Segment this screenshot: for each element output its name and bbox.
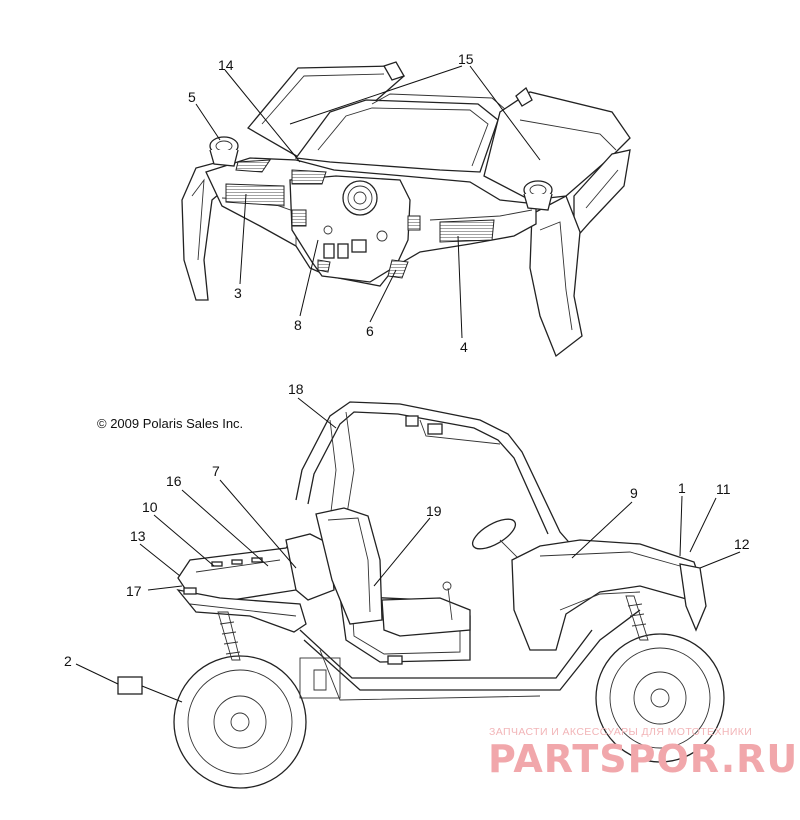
callout-15: 15	[458, 51, 474, 67]
callout-8: 8	[294, 317, 302, 333]
callout-labels: 14 15 5 3 8 6 4 18 7 16 10 13 17 2 19 9 …	[64, 51, 750, 669]
vehicle-side-view	[173, 401, 725, 789]
callout-9: 9	[630, 485, 638, 501]
callout-4: 4	[460, 339, 468, 355]
callout-3: 3	[234, 285, 242, 301]
copyright-text: © 2009 Polaris Sales Inc.	[97, 416, 244, 431]
callout-13: 13	[130, 528, 146, 544]
callout-6: 6	[366, 323, 374, 339]
callout-18: 18	[288, 381, 304, 397]
callout-5: 5	[188, 89, 196, 105]
callout-7: 7	[212, 463, 220, 479]
callout-2: 2	[64, 653, 72, 669]
callout-12: 12	[734, 536, 750, 552]
callout-1: 1	[678, 480, 686, 496]
callout-16: 16	[166, 473, 182, 489]
callout-11: 11	[716, 481, 731, 497]
watermark-tagline: ЗАПЧАСТИ И АКСЕССУАРЫ ДЛЯ МОТОТЕХНИКИ	[489, 726, 753, 738]
callout-19: 19	[426, 503, 442, 519]
callout-17: 17	[126, 583, 142, 599]
watermark-brand: PARTSPOR.RU	[488, 737, 799, 781]
callout-10: 10	[142, 499, 158, 515]
dashboard-hood-assembly	[181, 61, 631, 358]
decal-2-rect	[117, 676, 143, 695]
leader-lines	[75, 65, 741, 703]
callout-14: 14	[218, 57, 234, 73]
